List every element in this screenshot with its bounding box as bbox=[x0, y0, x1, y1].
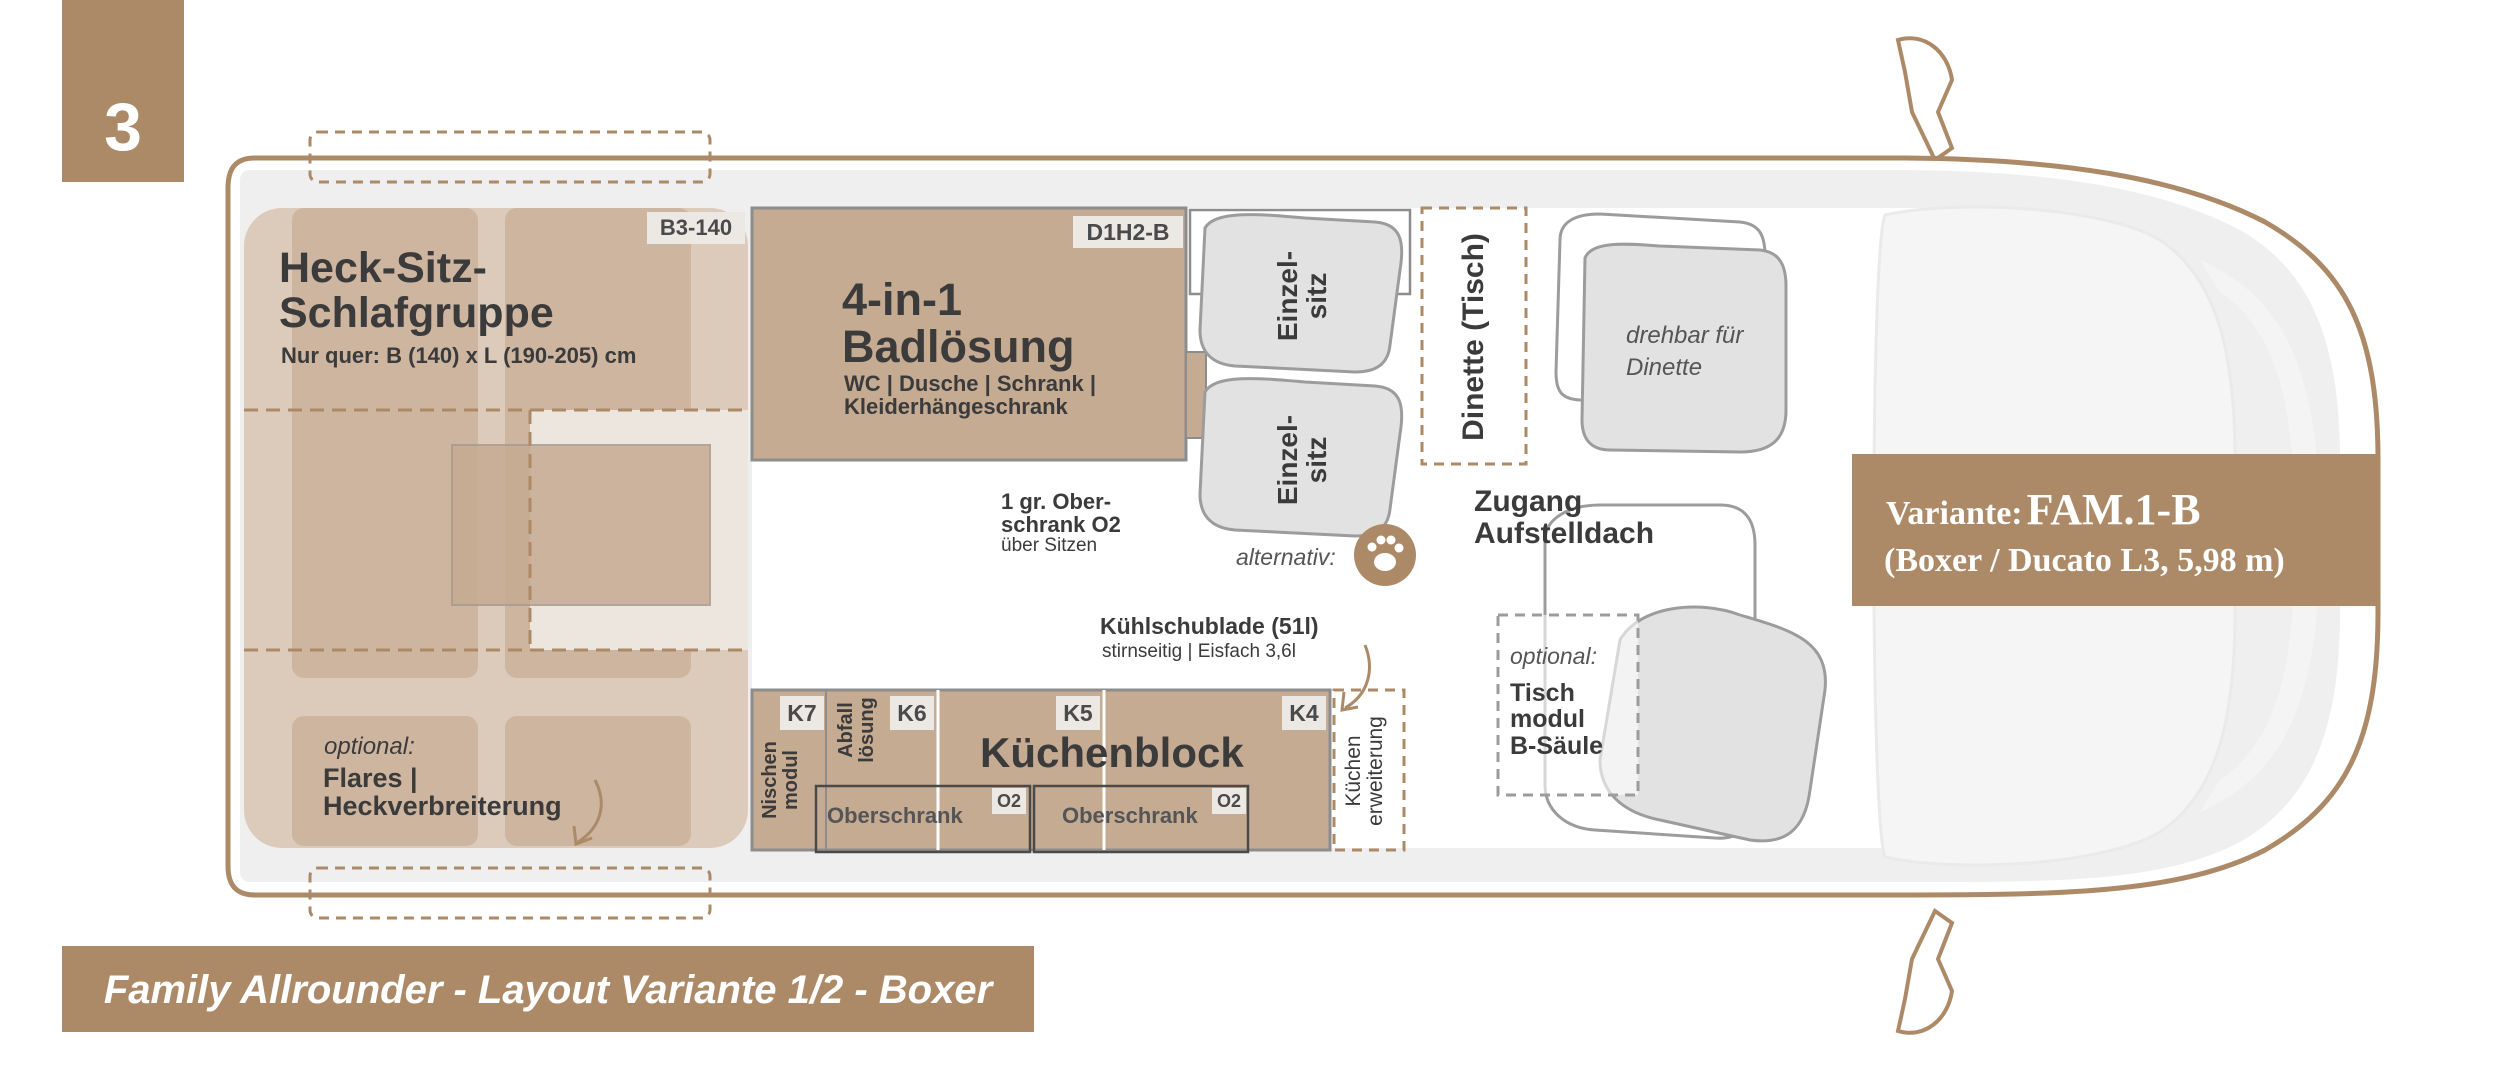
rear-seat-cushion-1 bbox=[292, 208, 478, 678]
upper-cabinet-1 bbox=[814, 784, 1032, 854]
oberschrank-note-line1: 1 gr. Ober- bbox=[1001, 489, 1112, 514]
nischen-label: Nischen modul bbox=[759, 730, 808, 830]
abfall-label: Abfall lösung bbox=[835, 690, 884, 770]
heck-title: Heck-Sitz- Schlafgruppe bbox=[279, 244, 554, 338]
rear-seat-table bbox=[451, 444, 711, 606]
bathroom-module bbox=[750, 206, 1188, 462]
bathroom-title-line2: Badlösung bbox=[842, 321, 1075, 373]
dinette-label: Dinette (Tisch) bbox=[1457, 233, 1490, 441]
nischen-line2: modul bbox=[780, 750, 802, 810]
rear-seat-cushion-3 bbox=[292, 716, 478, 846]
footer-banner: Family Allrounder - Layout Variante 1/2 … bbox=[62, 946, 1034, 1032]
kitchen-k4-tag: K4 bbox=[1282, 696, 1326, 730]
kitchen-extension-outline bbox=[1332, 688, 1406, 852]
tisch-text: Tisch modul B-Säule bbox=[1510, 680, 1603, 759]
flare-bottom bbox=[308, 866, 712, 920]
seat-1-line1: Einzel- bbox=[1272, 250, 1303, 342]
bathroom-title-line1: 4-in-1 bbox=[842, 274, 963, 325]
table-module-outline bbox=[1496, 613, 1640, 797]
zugang-line2: Aufstelldach bbox=[1474, 516, 1655, 550]
heck-title-line1: Heck-Sitz- bbox=[279, 244, 487, 292]
upper-cabinet-1-label: Oberschrank bbox=[827, 803, 963, 828]
tisch-line1: Tisch bbox=[1510, 679, 1575, 707]
heck-title-line2: Schlafgruppe bbox=[279, 289, 554, 338]
abfall-line2: lösung bbox=[856, 697, 878, 763]
drehbar-note: drehbar für Dinette bbox=[1626, 320, 1743, 385]
kitchen-extension-line1: Küchen bbox=[1342, 735, 1365, 807]
zugang-label: Zugang Aufstelldach bbox=[1474, 486, 1654, 549]
flares-text: Flares | Heckverbreiterung bbox=[323, 764, 562, 821]
upper-cabinet-2-label: Oberschrank bbox=[1062, 803, 1198, 828]
bathroom-tag: D1H2-B bbox=[1073, 216, 1183, 248]
mirror-top bbox=[1895, 36, 1955, 163]
seat-2-line1: Einzel- bbox=[1272, 414, 1303, 506]
fridge-arrow bbox=[1344, 644, 1371, 710]
flares-label: optional: bbox=[324, 733, 415, 760]
front-seat-top bbox=[1580, 242, 1788, 454]
single-seat-1 bbox=[1198, 213, 1404, 374]
bathroom-desc-line2: Kleiderhängeschrank bbox=[844, 394, 1068, 420]
kitchen-k5-tag: K5 bbox=[1056, 696, 1100, 730]
rear-seat-cushion-4 bbox=[505, 716, 691, 846]
kitchen-k6-tag: K6 bbox=[890, 696, 934, 730]
flares-line1: Flares | bbox=[323, 763, 418, 793]
fridge-title: Kühlschublade (51l) bbox=[1100, 613, 1319, 639]
tisch-line3: B-Säule bbox=[1510, 731, 1604, 760]
oberschrank-note-line2: schrank O2 bbox=[1001, 512, 1121, 538]
variant-name: FAM.1-B bbox=[2026, 485, 2201, 534]
upper-cabinet-1-tag: O2 bbox=[992, 788, 1026, 814]
page-number: 3 bbox=[104, 89, 142, 165]
bathroom-title: 4-in-1 Badlösung bbox=[842, 276, 1075, 371]
fridge-desc: stirnseitig | Eisfach 3,6l bbox=[1102, 641, 1296, 662]
flares-line2: Heckverbreiterung bbox=[323, 791, 562, 822]
oberschrank-note-line3: über Sitzen bbox=[1001, 535, 1098, 557]
single-seat-2 bbox=[1198, 377, 1404, 538]
dinette-table-outline bbox=[1420, 206, 1528, 466]
seat-1-label: Einzel- sitz bbox=[1272, 228, 1333, 364]
bathroom-desc-line1: WC | Dusche | Schrank | bbox=[844, 371, 1096, 396]
flare-top bbox=[308, 130, 712, 184]
windshield-ghost bbox=[2200, 260, 2320, 812]
variant-box: Variante: FAM.1-B (Boxer / Ducato L3, 5,… bbox=[1852, 454, 2378, 606]
drehbar-line2: Dinette bbox=[1626, 354, 1703, 382]
bathroom-desc: WC | Dusche | Schrank | Kleiderhängeschr… bbox=[844, 372, 1096, 418]
nischen-line1: Nischen bbox=[759, 741, 781, 819]
drehbar-line1: drehbar für bbox=[1626, 322, 1744, 349]
zugang-line1: Zugang bbox=[1474, 485, 1583, 518]
front-seat-bottom bbox=[1598, 605, 1827, 843]
mirror-bottom bbox=[1895, 908, 1955, 1035]
upper-cabinet-2-tag: O2 bbox=[1212, 788, 1246, 814]
oberschrank-note: 1 gr. Ober- schrank O2 über Sitzen bbox=[1001, 490, 1121, 556]
flares-arrow bbox=[577, 779, 603, 844]
kitchen-k7-tag: K7 bbox=[780, 696, 824, 730]
upper-cabinet-2 bbox=[1032, 784, 1250, 854]
paw-icon-glyph bbox=[1367, 535, 1404, 571]
kitchen-title: Küchenblock bbox=[980, 729, 1244, 776]
kitchen-block bbox=[750, 688, 1332, 852]
abfall-line1: Abfall bbox=[835, 702, 857, 758]
page-number-badge: 3 bbox=[62, 0, 184, 182]
variant-line: Variante: FAM.1-B bbox=[1886, 484, 2201, 535]
tisch-label: optional: bbox=[1510, 643, 1597, 669]
heck-tag: B3-140 bbox=[647, 212, 745, 244]
kitchen-extension-label: Küchen erweiterung bbox=[1342, 701, 1393, 841]
tisch-line2: modul bbox=[1510, 705, 1585, 734]
seat-1-line2: sitz bbox=[1301, 272, 1333, 320]
alternativ-label: alternativ: bbox=[1236, 544, 1336, 570]
seat-2-label: Einzel- sitz bbox=[1272, 392, 1333, 528]
seat-2-line2: sitz bbox=[1301, 436, 1333, 484]
variant-subtitle: (Boxer / Ducato L3, 5,98 m) bbox=[1884, 542, 2285, 579]
heck-size: Nur quer: B (140) x L (190-205) cm bbox=[281, 343, 637, 368]
variant-label: Variante: bbox=[1886, 495, 2023, 532]
kitchen-extension-line2: erweiterung bbox=[1364, 716, 1388, 826]
footer-title: Family Allrounder - Layout Variante 1/2 … bbox=[103, 968, 993, 1012]
